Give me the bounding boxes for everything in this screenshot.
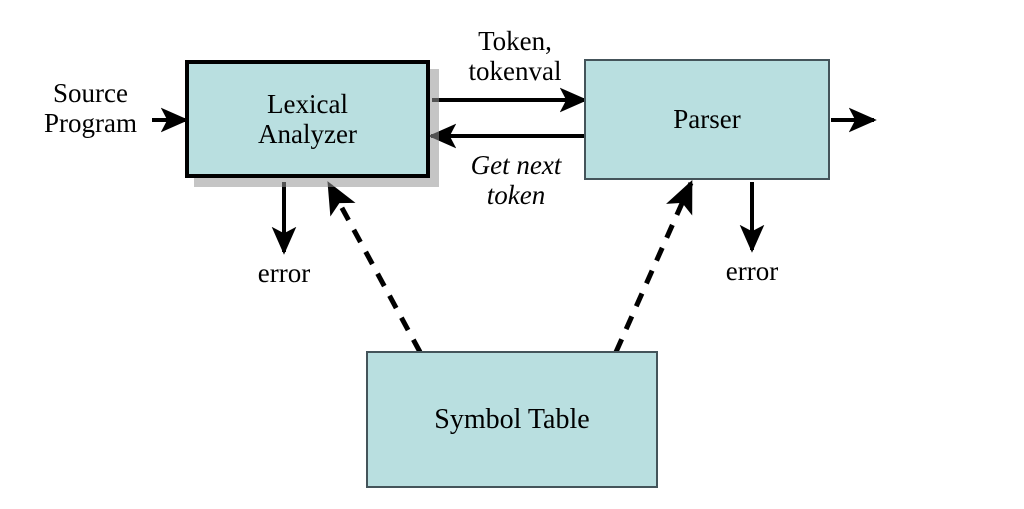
label-source-program: Source Program [44,78,137,139]
node-lexical-analyzer-label: Lexical Analyzer [258,88,357,149]
node-lexical-analyzer[interactable]: Lexical Analyzer [185,60,430,178]
node-symbol-table[interactable]: Symbol Table [366,351,658,488]
label-token-tokenval: Token, tokenval [468,26,562,87]
node-parser[interactable]: Parser [584,59,830,180]
node-symbol-table-label: Symbol Table [434,403,590,435]
label-error-parser: error [725,256,779,286]
node-parser-label: Parser [673,104,741,135]
dashed-symbol-to-lexical [326,181,423,354]
label-get-next-token: Get next token [470,150,562,211]
label-error-lexical: error [257,258,311,288]
dashed-symbol-to-parser [613,180,694,354]
